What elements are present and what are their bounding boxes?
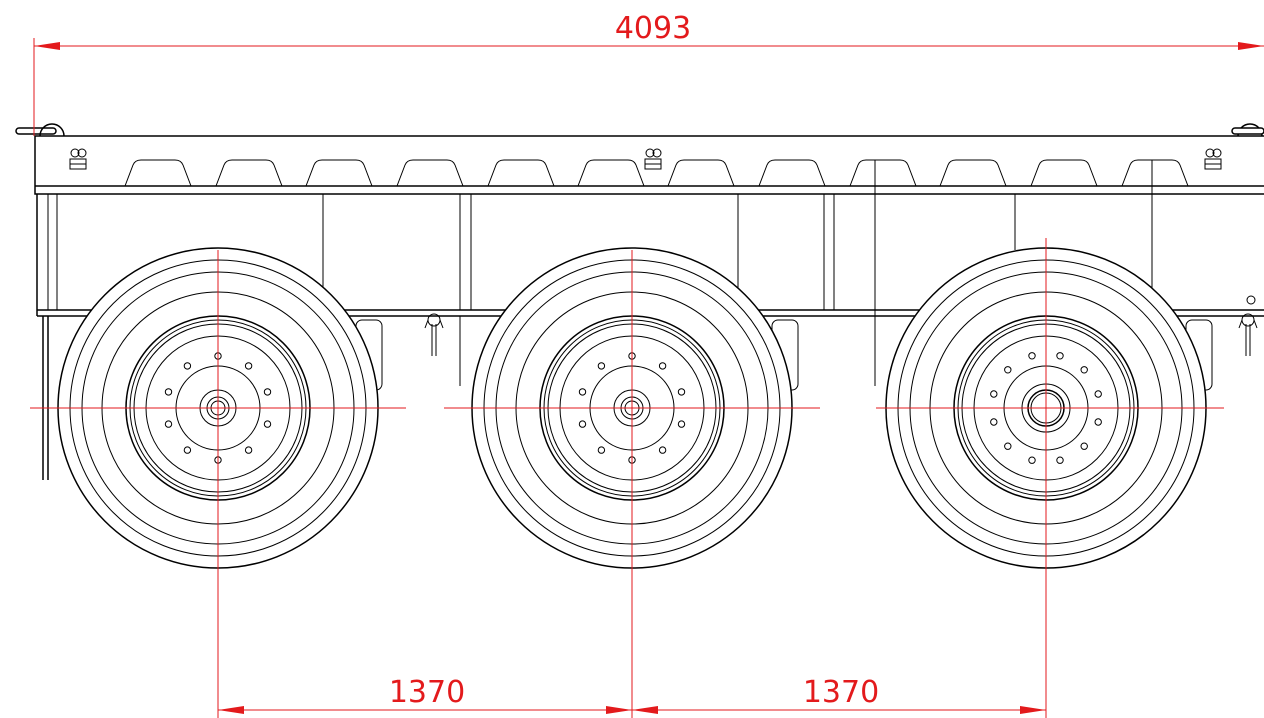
wheel-bolt <box>1080 366 1088 374</box>
wheel-bolt <box>263 420 272 428</box>
deck-cutout <box>487 159 555 187</box>
wheel-bolt <box>183 446 192 454</box>
wheel-bolt <box>658 362 667 370</box>
wheel-bolt <box>183 362 192 370</box>
end-hooks <box>15 123 1264 137</box>
deck-cutout <box>758 159 826 187</box>
wheel-bolt <box>1004 366 1012 374</box>
deck-cutout <box>396 159 464 187</box>
wheel-bolt <box>658 446 667 454</box>
deck-cutout <box>939 159 1007 187</box>
dimension-label-overall: 4093 <box>615 11 691 46</box>
tie-down-rings <box>69 148 1222 170</box>
wheel-bolt <box>578 388 587 396</box>
wheel-bolt <box>1056 456 1064 464</box>
wheel-bolt <box>244 362 253 370</box>
deck-cutout <box>849 159 917 187</box>
wheel-bolt <box>1028 456 1036 464</box>
wheel-bolt <box>578 420 587 428</box>
wheel-bolt <box>677 420 686 428</box>
wheel-bolt <box>244 446 253 454</box>
wheel-bolt <box>1056 352 1064 360</box>
wheel-bolt <box>1080 442 1088 450</box>
deck-cutout <box>667 159 735 187</box>
deck-cutout <box>577 159 645 187</box>
wheel-bolt <box>1028 352 1036 360</box>
wheel-bolt <box>1094 390 1102 398</box>
dimension-label-axle-2: 1370 <box>803 675 879 710</box>
dimension-label-axle-1: 1370 <box>389 675 465 710</box>
wheel-bolt <box>1094 418 1102 426</box>
deck-cutouts <box>124 159 1189 187</box>
deck-cutout <box>1121 159 1189 187</box>
dimension-overall-length: 4093 <box>33 11 1264 136</box>
wheel-bolt <box>597 362 606 370</box>
wheel-bolt <box>990 390 998 398</box>
deck-cutout <box>124 159 192 187</box>
deck-cutout <box>1030 159 1098 187</box>
dimension-axle-spacing-2: 1370 <box>632 675 1046 714</box>
wheel-bolt <box>677 388 686 396</box>
trailer-deck <box>34 135 1264 480</box>
wheel-bolt <box>263 388 272 396</box>
wheel-bolt <box>1004 442 1012 450</box>
deck-cutout <box>305 159 373 187</box>
wheel-bolt <box>990 418 998 426</box>
deck-cutout <box>215 159 283 187</box>
wheel-centerlines <box>30 238 1224 718</box>
wheel-bolt <box>597 446 606 454</box>
wheel-bolt <box>164 420 173 428</box>
wheel-bolt <box>164 388 173 396</box>
dimension-axle-spacing-1: 1370 <box>218 675 632 714</box>
